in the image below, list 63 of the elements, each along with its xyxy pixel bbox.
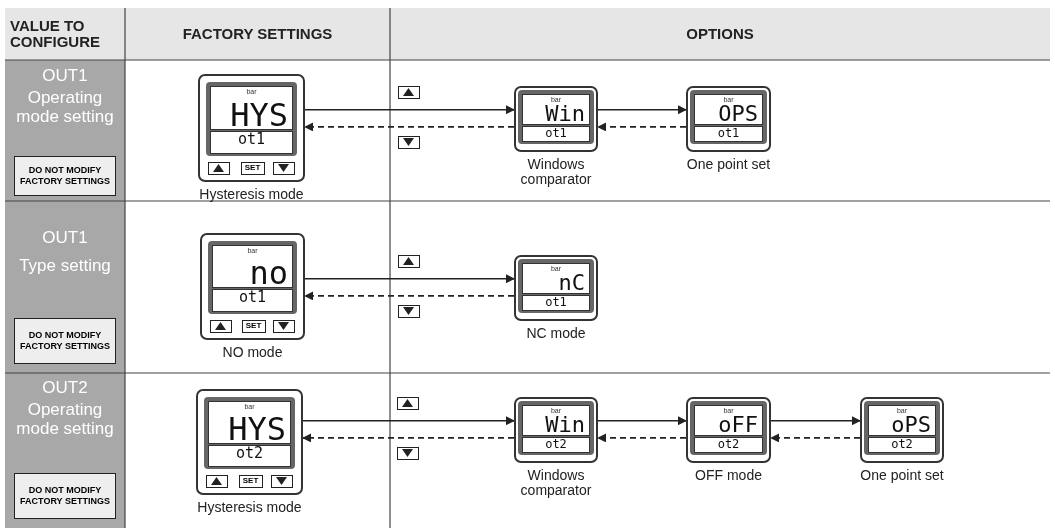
display-device (686, 397, 771, 463)
mode-caption: NO mode (221, 345, 284, 360)
mode-caption: One point set (685, 157, 772, 172)
display-device (200, 233, 305, 340)
display-reading: Win (545, 105, 585, 123)
column-header: FACTORY SETTINGS (181, 24, 334, 44)
display-device (514, 255, 598, 321)
arrow (597, 416, 687, 426)
arrow (304, 122, 515, 132)
arrow (597, 122, 687, 132)
display-device (198, 74, 305, 182)
set-key: SET (241, 320, 266, 333)
sub-display-reading: ot1 (522, 126, 590, 142)
mode-caption: Hysteresis mode (196, 500, 303, 515)
sub-display-reading: ot2 (522, 437, 590, 453)
display-device (196, 389, 303, 495)
row-heading: Type setting (18, 256, 112, 277)
arrow (304, 274, 515, 284)
arrow (597, 105, 687, 115)
display-reading: oPS (891, 416, 931, 434)
display-reading: Win (545, 416, 585, 434)
column-header: VALUE TO CONFIGURE (10, 16, 101, 52)
display-reading: HYS (230, 102, 288, 127)
set-key: SET (240, 162, 265, 175)
display-reading: HYS (228, 416, 286, 441)
mode-caption: OFF mode (694, 468, 763, 483)
mode-caption: Windows comparator (519, 157, 593, 187)
sub-display-reading: ot2 (694, 437, 763, 453)
row-heading: OUT2 (41, 378, 89, 398)
arrow (770, 416, 861, 426)
sub-display-reading: ot1 (210, 130, 293, 154)
display-device (514, 397, 598, 463)
display-reading: no (249, 261, 288, 286)
set-key: SET (238, 475, 263, 488)
display-reading: nC (558, 274, 585, 292)
warning-note: DO NOT MODIFY FACTORY SETTINGS (14, 156, 116, 196)
display-device (514, 86, 598, 152)
warning-note: DO NOT MODIFY FACTORY SETTINGS (14, 318, 116, 364)
column-header: OPTIONS (685, 24, 755, 44)
mode-caption: Windows comparator (519, 468, 593, 498)
display-reading: OPS (718, 105, 758, 123)
display-device (860, 397, 944, 463)
row-heading: Operating mode setting (15, 400, 115, 440)
mode-caption: NC mode (525, 326, 587, 341)
warning-note: DO NOT MODIFY FACTORY SETTINGS (14, 473, 116, 519)
mode-caption: One point set (859, 468, 945, 483)
arrow (302, 433, 515, 443)
row-heading: Operating mode setting (15, 88, 115, 128)
sub-display-reading: ot2 (868, 437, 936, 453)
arrow (304, 105, 515, 115)
arrow (597, 433, 687, 443)
arrow (304, 291, 515, 301)
row-heading: OUT1 (41, 66, 89, 86)
sub-display-reading: ot1 (522, 295, 590, 311)
arrow (770, 433, 861, 443)
sub-display-reading: ot1 (694, 126, 763, 142)
display-device (686, 86, 771, 152)
sub-display-reading: ot2 (208, 444, 291, 467)
row-heading: OUT1 (41, 228, 89, 248)
mode-caption: Hysteresis mode (198, 187, 305, 202)
sub-display-reading: ot1 (212, 289, 293, 312)
arrow (302, 416, 515, 426)
display-reading: oFF (718, 416, 758, 434)
